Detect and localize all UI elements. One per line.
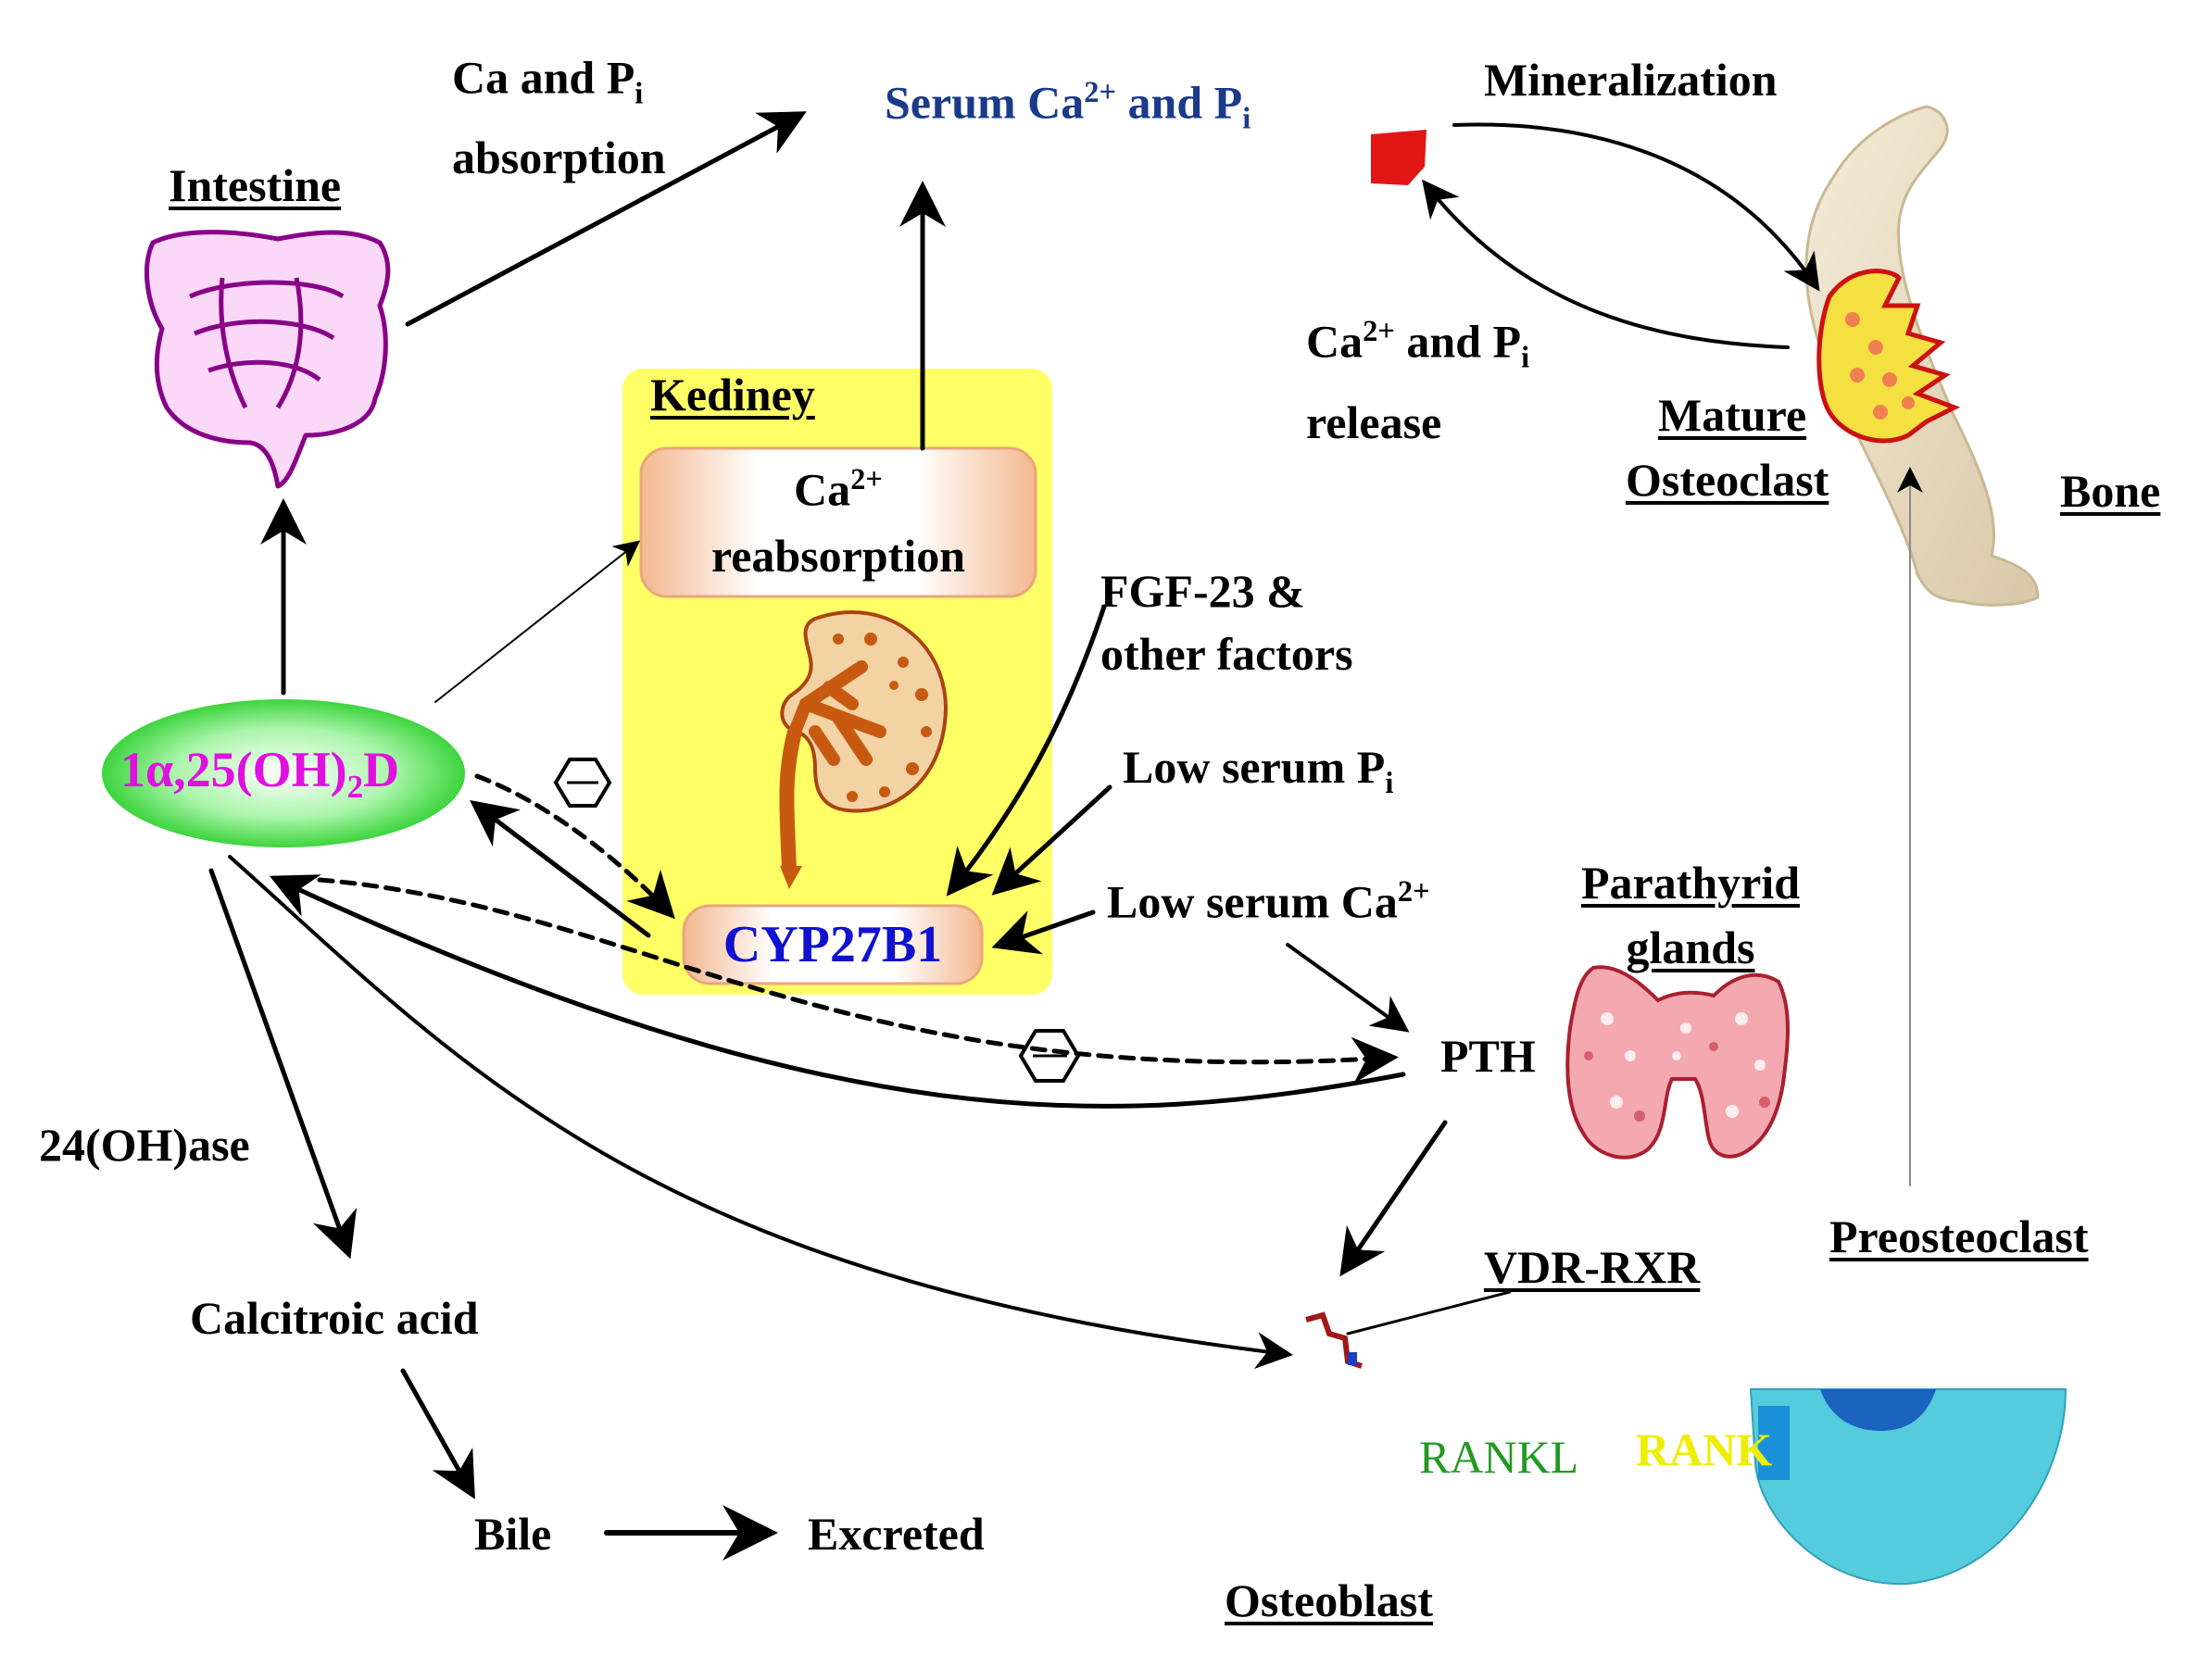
hydroxylase-label: 24(OH)ase — [39, 1119, 250, 1171]
arrow-lowca-cyp — [991, 909, 1096, 955]
receptor-marker-dot — [1348, 1352, 1357, 1365]
arrow-pth-osteoblast — [1339, 1120, 1448, 1277]
calcitriol-oval — [102, 699, 465, 847]
reabsorption-box — [639, 446, 1037, 598]
intestine-label: Intestine — [169, 159, 342, 211]
parathyroid-icon — [1565, 965, 1790, 1160]
kidney-label: Kediney — [650, 369, 815, 420]
bone-label: Bone — [2060, 465, 2161, 517]
mineral-crystal-icon — [1371, 130, 1426, 185]
absorption-label-line2: absorption — [452, 132, 666, 183]
serum-label: Serum Ca2+ and Pi — [885, 76, 1251, 136]
arrow-cyp-calcitriol — [470, 799, 651, 938]
kidney-icon — [779, 610, 948, 889]
mature-label: Mature — [1658, 389, 1807, 441]
rank-label: RANK — [1636, 1423, 1773, 1475]
fgf23-label-line2: other factors — [1100, 628, 1353, 680]
intestine-icon — [144, 230, 391, 489]
osteoclast-label: Osteoclast — [1626, 454, 1829, 506]
inhibition-symbol-pth — [1018, 1029, 1081, 1083]
release-label: Ca2+ and Pi — [1306, 315, 1530, 375]
reabsorption-label-line2: reabsorption — [710, 530, 966, 582]
calcitriol-label: 1α,25(OH)2D — [120, 742, 400, 805]
rankl-label: RANKL — [1419, 1431, 1579, 1483]
mineralization-label: Mineralization — [1484, 54, 1778, 106]
parathyroid-label-line2: glands — [1626, 922, 1755, 973]
absorption-label: Ca and Pi — [452, 51, 644, 111]
calcitroic-acid-label: Calcitroic acid — [190, 1292, 479, 1344]
arrow-calcitriol-pth-dashed — [317, 877, 1399, 1084]
arrow-pth-calcitriol — [269, 874, 1406, 1109]
pth-label: PTH — [1440, 1030, 1536, 1082]
low-pi-label: Low serum Pi — [1123, 741, 1394, 800]
bile-label: Bile — [474, 1508, 552, 1560]
vdr-rxr-label: VDR-RXR — [1484, 1241, 1701, 1293]
arrow-lowpi-cyp — [991, 784, 1112, 896]
arrow-receptor-vdr — [1346, 1290, 1512, 1336]
cyp27b1-label: CYP27B1 — [723, 916, 943, 973]
excreted-label: Excreted — [808, 1508, 985, 1560]
arrow-calcitroic-bile — [400, 1368, 475, 1499]
arrow-calcitriol-cyp-dashed — [474, 773, 675, 920]
arrow-lowca-pth — [1286, 943, 1410, 1033]
osteoblast-cell-icon — [1749, 1388, 2067, 1586]
arrow-fgf23-cyp — [946, 604, 1107, 897]
arrow-calcitriol-osteoblast — [228, 855, 1293, 1370]
arrow-mineralization — [1452, 122, 1820, 292]
fgf23-label: FGF-23 & — [1100, 565, 1305, 617]
parathyroid-label: Parathyrid — [1580, 857, 1801, 909]
arrow-intestine-serum — [405, 111, 807, 327]
release-label-line2: release — [1306, 396, 1442, 448]
osteoblast-label: Osteoblast — [1225, 1574, 1433, 1626]
arrow-calcitriol-reabsorption — [434, 540, 641, 703]
arrow-calcitriol-calcitroic — [208, 868, 358, 1260]
inhibition-symbol-kidney — [553, 758, 612, 808]
low-ca-label: Low serum Ca2+ — [1107, 875, 1430, 928]
preosteoclast-label: Preosteoclast — [1829, 1210, 2089, 1262]
osteoclast-icon — [1816, 269, 1961, 444]
arrow-release — [1422, 179, 1790, 349]
cyp27b1-box — [682, 904, 984, 985]
reabsorption-label: Ca2+ — [794, 463, 883, 516]
